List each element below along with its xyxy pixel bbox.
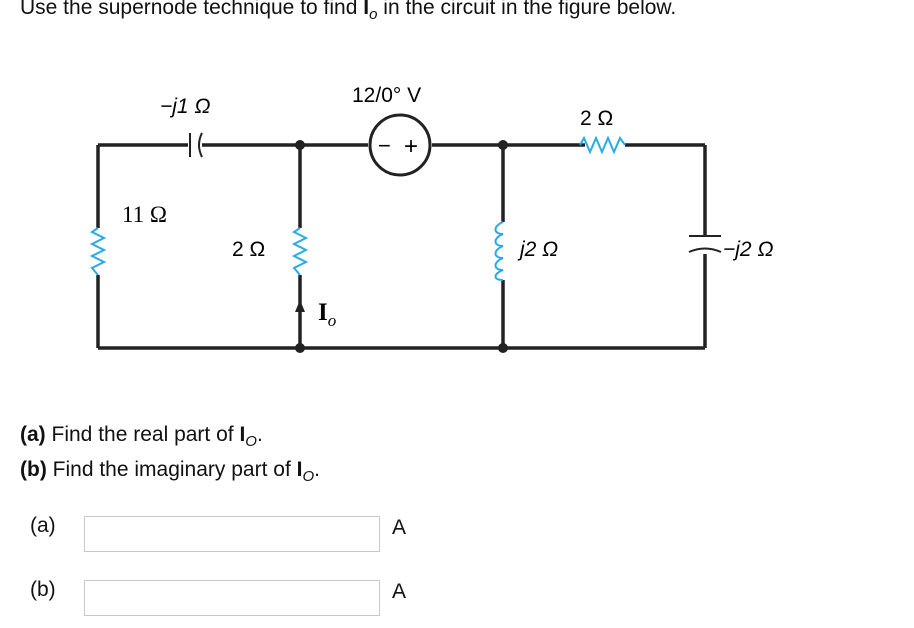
question-a: (a) Find the real part of IO. bbox=[20, 423, 263, 451]
nodes bbox=[295, 140, 508, 353]
capacitor-right bbox=[688, 235, 722, 253]
var-io: I bbox=[363, 0, 370, 19]
resistor-top-right bbox=[579, 135, 626, 155]
question-b: (b) Find the imaginary part of IO. bbox=[20, 458, 320, 486]
label-inductor: j2 Ω bbox=[517, 238, 558, 261]
source-plus: + bbox=[404, 133, 418, 160]
circuit-diagram: −j1 Ω 12/0° V − + 2 Ω 11 Ω 2 Ω Io j2 Ω −… bbox=[89, 84, 773, 353]
label-resistor-mid: 2 Ω bbox=[232, 238, 265, 261]
answer-a-label: (a) bbox=[30, 514, 56, 537]
label-capacitor-top-left: −j1 Ω bbox=[160, 95, 210, 118]
inductor bbox=[494, 221, 504, 281]
source-minus: − bbox=[378, 133, 391, 158]
answer-a-input[interactable] bbox=[84, 516, 380, 552]
resistor-left bbox=[89, 227, 107, 276]
label-current: Io bbox=[318, 299, 336, 330]
answer-a-unit: A bbox=[392, 516, 407, 539]
problem-statement: Use the supernode technique to find Io i… bbox=[20, 0, 676, 23]
resistor-mid bbox=[291, 227, 309, 276]
answer-b-unit: A bbox=[392, 580, 407, 603]
capacitor-top-left bbox=[189, 132, 203, 158]
answer-b-label: (b) bbox=[30, 578, 56, 601]
label-capacitor-right: −j2 Ω bbox=[723, 238, 773, 261]
wires bbox=[96, 143, 707, 350]
voltage-source bbox=[368, 113, 432, 177]
label-resistor-top-right: 2 Ω bbox=[580, 107, 613, 130]
label-resistor-left: 11 Ω bbox=[122, 202, 167, 227]
label-source: 12/0° V bbox=[352, 84, 421, 107]
current-arrow bbox=[295, 300, 305, 312]
answer-b-input[interactable] bbox=[84, 580, 380, 616]
